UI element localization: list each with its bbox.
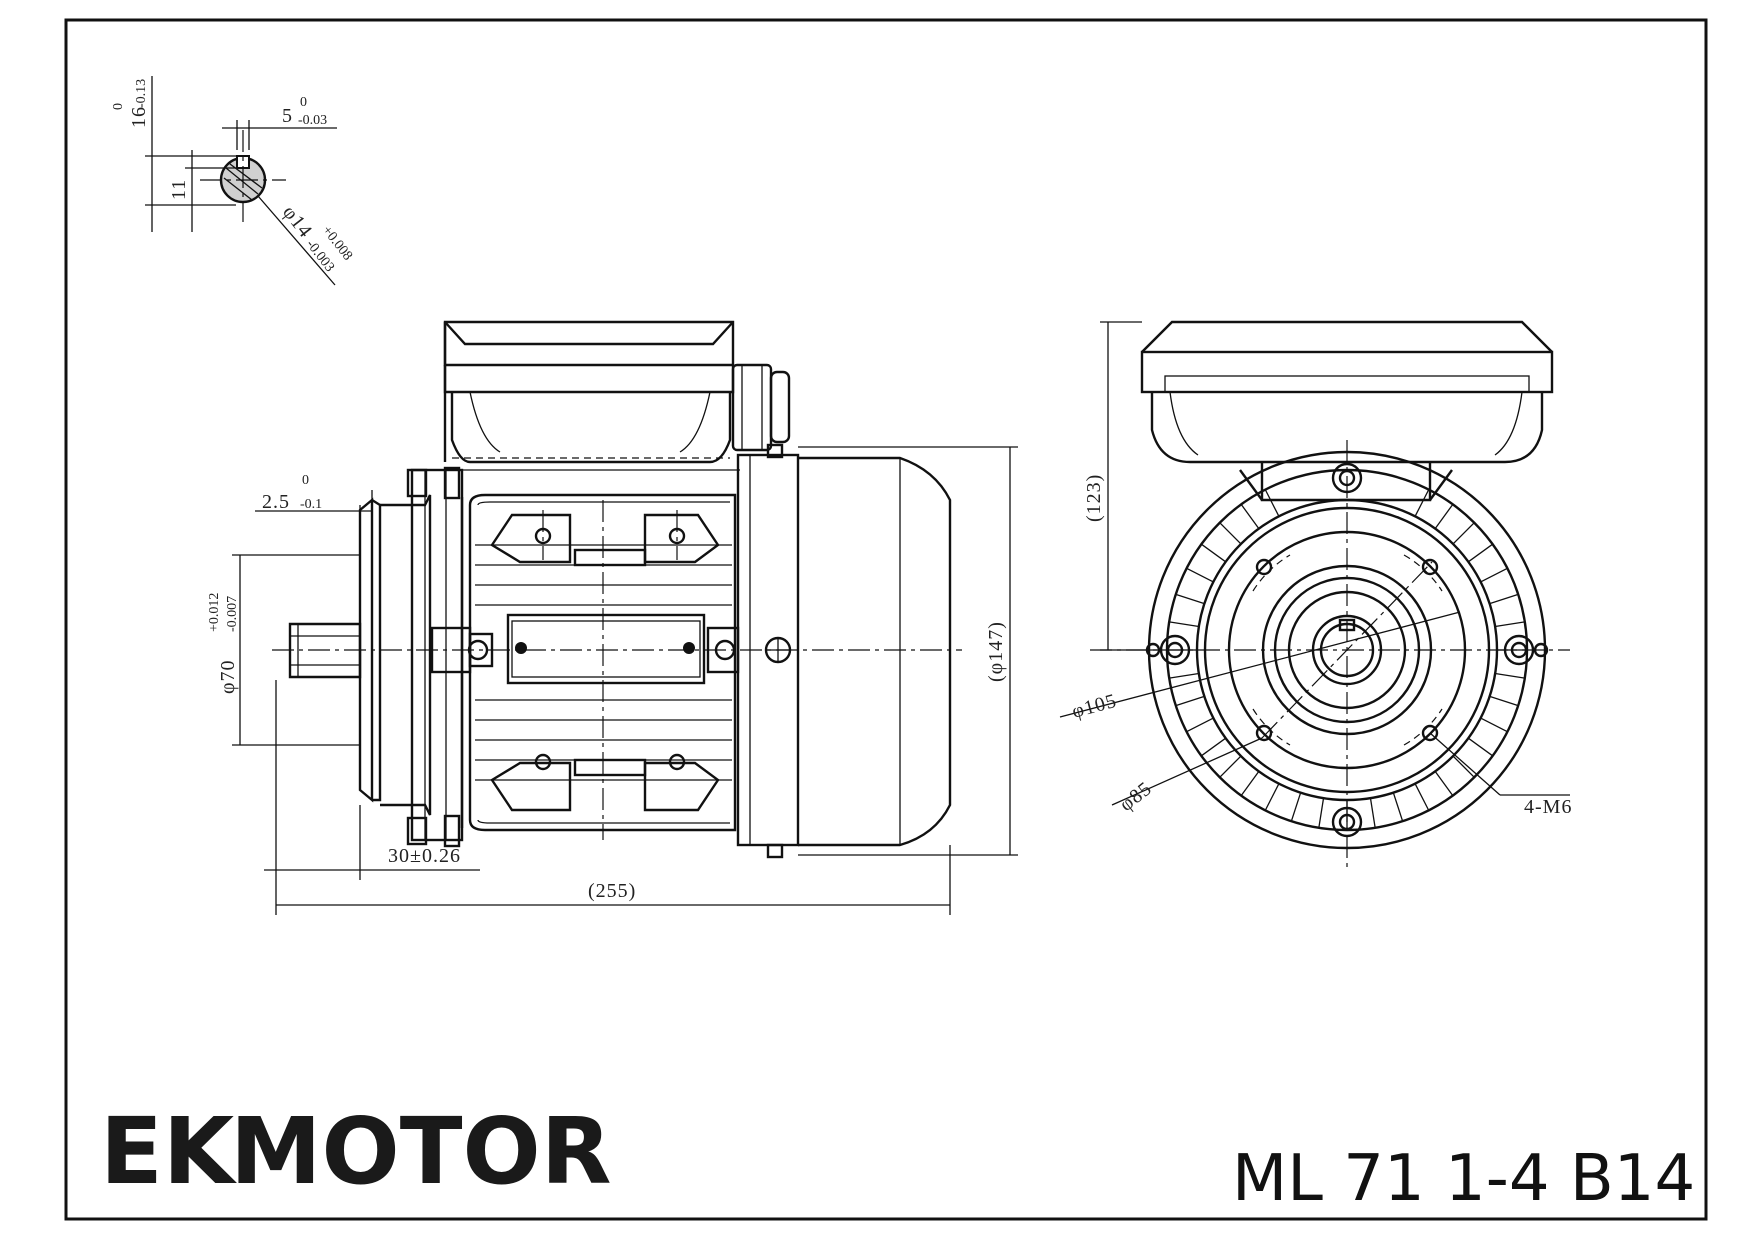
model-title: ML 71 1-4 B14 bbox=[1232, 1142, 1695, 1216]
fin-line bbox=[1392, 792, 1404, 822]
fin-line bbox=[1264, 489, 1280, 517]
shaft-key-depth-dim: 11 bbox=[168, 179, 190, 200]
fin-line bbox=[1186, 717, 1214, 733]
brand-logo: EK MOTOR bbox=[100, 1098, 612, 1205]
fin-line bbox=[1489, 593, 1519, 605]
fin-line bbox=[1219, 755, 1242, 778]
shaft-section-detail bbox=[145, 76, 337, 286]
side-view-dimensions bbox=[232, 446, 1018, 915]
key-width-tol-upper: 0 bbox=[300, 95, 307, 110]
fin-line bbox=[1467, 737, 1494, 757]
spigot-dia-dim: φ70 bbox=[217, 659, 239, 694]
spigot-dia-tol-upper: +0.012 bbox=[207, 593, 222, 632]
threads-dim: 4-M6 bbox=[1524, 796, 1572, 818]
motor-end-view bbox=[1090, 320, 1570, 870]
fin-line bbox=[1240, 503, 1260, 530]
fin-line bbox=[1414, 489, 1430, 517]
shaft-length-dim: 30±0.26 bbox=[388, 845, 461, 867]
fin-line bbox=[1264, 783, 1280, 811]
height-to-top-dim: (123) bbox=[1083, 474, 1105, 522]
spigot-depth-dim: 2.5 bbox=[262, 491, 290, 513]
bolt-circle-dim: φ85 bbox=[1116, 777, 1157, 816]
key-height-tol-upper: 0 bbox=[111, 103, 126, 110]
fin-line bbox=[1452, 755, 1475, 778]
key-width-tol-lower: -0.03 bbox=[298, 113, 327, 128]
brand-name: MOTOR bbox=[230, 1098, 612, 1205]
fin-line bbox=[1200, 737, 1227, 757]
fin-line bbox=[1495, 621, 1525, 628]
fin-line bbox=[1480, 567, 1508, 583]
overall-length-dim: (255) bbox=[588, 880, 636, 902]
fin-line bbox=[1290, 792, 1302, 822]
fin-line bbox=[1219, 522, 1242, 545]
fin-line bbox=[1369, 798, 1376, 828]
drawing-border bbox=[64, 18, 1708, 1221]
fin-line bbox=[1186, 567, 1214, 583]
spigot-dia-tol-lower: -0.007 bbox=[225, 596, 240, 632]
key-height-dim: 16 bbox=[128, 106, 150, 128]
fin-line bbox=[1240, 770, 1260, 797]
fin-line bbox=[1175, 695, 1205, 707]
fin-line bbox=[1200, 543, 1227, 563]
spigot-depth-tol-upper: 0 bbox=[302, 473, 309, 488]
key-width-dim: 5 bbox=[282, 105, 293, 127]
brand-mark: EK bbox=[100, 1098, 238, 1205]
fin-line bbox=[1495, 672, 1525, 679]
fin-line bbox=[1169, 621, 1199, 628]
overall-dia-dim: (φ147) bbox=[985, 621, 1007, 682]
fin-line bbox=[1434, 770, 1454, 797]
spigot-depth-tol-lower: -0.1 bbox=[300, 497, 322, 512]
motor-side-view bbox=[272, 320, 962, 859]
fin-line bbox=[1467, 543, 1494, 563]
fin-line bbox=[1175, 593, 1205, 605]
fin-line bbox=[1414, 783, 1430, 811]
fin-line bbox=[1480, 717, 1508, 733]
flange-dia-dim: φ105 bbox=[1070, 690, 1120, 723]
fin-line bbox=[1489, 695, 1519, 707]
fin-line bbox=[1434, 503, 1454, 530]
fin-line bbox=[1452, 522, 1475, 545]
end-view-dimensions bbox=[1059, 321, 1570, 806]
fin-line bbox=[1169, 672, 1199, 679]
key-height-tol-lower: -0.13 bbox=[134, 79, 149, 108]
shaft-dia-dim: φ14 bbox=[278, 202, 317, 243]
fin-line bbox=[1318, 798, 1325, 828]
